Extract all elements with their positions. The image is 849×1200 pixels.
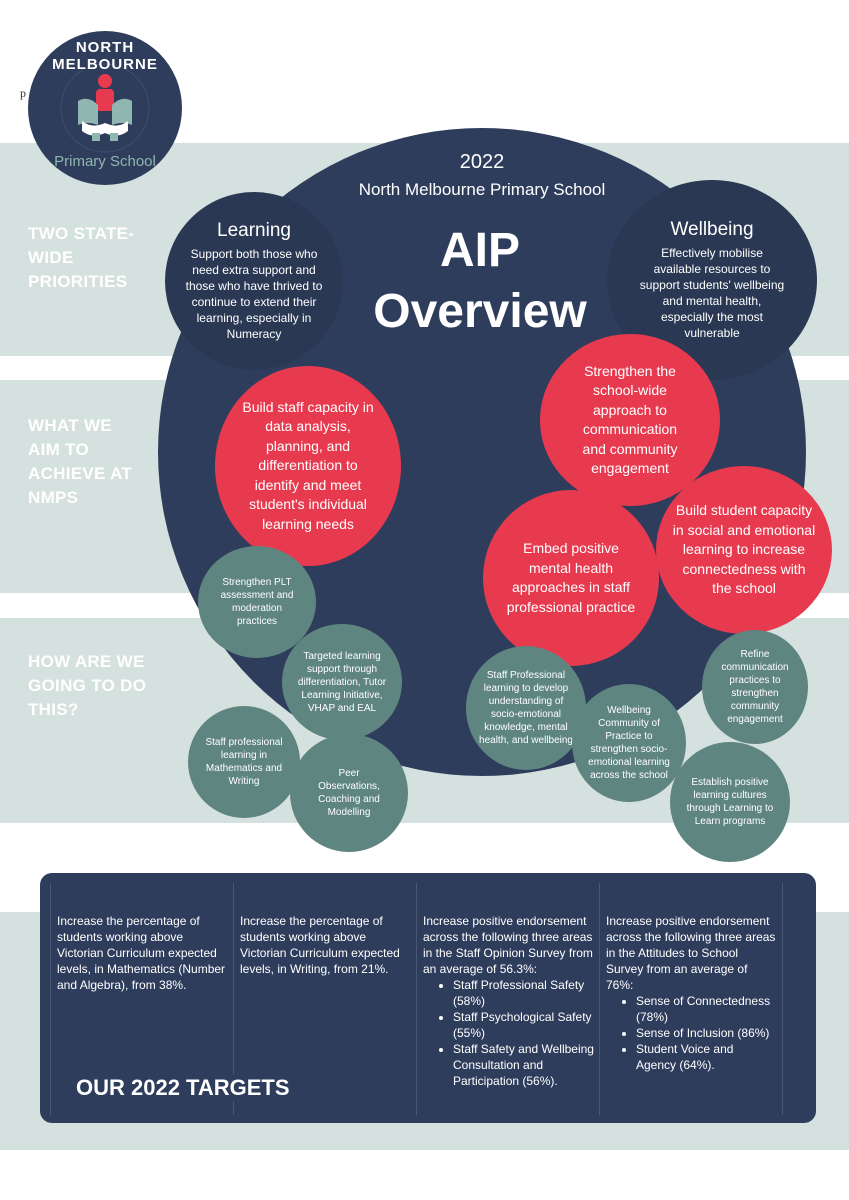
logo-emblem	[28, 31, 182, 185]
action-pl-maths-circle: Staff professional learning in Mathemati…	[188, 706, 300, 818]
overview-year: 2022	[459, 151, 505, 173]
action-staff-pl-text: Staff Professional learning to develop u…	[479, 670, 573, 746]
aim-student-capacity-text: Build student capacity in social and emo…	[672, 502, 816, 597]
wellbeing-text: Effectively mobilise available resources…	[639, 246, 785, 340]
logo-text-bottom: Primary School	[54, 153, 156, 170]
row-label-how: HOW ARE WE GOING TO DO THIS?	[28, 652, 147, 719]
action-pl-maths-text: Staff professional learning in Mathemati…	[205, 737, 283, 787]
list-item: Staff Professional Safety (58%)	[453, 977, 594, 1009]
learning-priority-circle: Learning Support both those who need ext…	[165, 192, 343, 370]
target-col-2: Increase the percentage of students work…	[233, 883, 417, 1115]
learning-text: Support both those who need extra suppor…	[185, 247, 323, 341]
page-title-line2: Overview	[373, 285, 587, 338]
target-col-3: Increase positive endorsement across the…	[416, 883, 600, 1115]
action-peer-circle: Peer Observations, Coaching and Modellin…	[290, 734, 408, 852]
targets-heading: OUR 2022 TARGETS	[72, 1075, 294, 1101]
aim-student-capacity-circle: Build student capacity in social and emo…	[656, 466, 832, 634]
logo-text-top: NORTH MELBOURNE	[52, 39, 158, 73]
aim-staff-capacity-circle: Build staff capacity in data analysis, p…	[215, 366, 401, 566]
action-positive-circle: Establish positive learning cultures thr…	[670, 742, 790, 862]
target-attitudes-survey-text: Increase positive endorsement across the…	[606, 914, 776, 992]
target-maths-text: Increase the percentage of students work…	[57, 914, 226, 992]
action-staff-pl-circle: Staff Professional learning to develop u…	[466, 646, 586, 770]
action-plt-text: Strengthen PLT assessment and moderation…	[220, 577, 294, 627]
targets-panel: Increase the percentage of students work…	[40, 873, 816, 1123]
overview-school-name: North Melbourne Primary School	[358, 180, 606, 199]
action-refine-text: Refine communication practices to streng…	[721, 649, 789, 725]
school-logo: NORTH MELBOURNE Primary School	[26, 29, 184, 187]
list-item: Sense of Connectedness (78%)	[636, 993, 776, 1025]
target-staff-survey-list: Staff Professional Safety (58%) Staff Ps…	[423, 977, 594, 1089]
action-targeted-circle: Targeted learning support through differ…	[282, 624, 402, 740]
target-staff-survey-text: Increase positive endorsement across the…	[423, 914, 593, 976]
action-positive-text: Establish positive learning cultures thr…	[686, 777, 774, 827]
aim-mental-health-circle: Embed positive mental health approaches …	[483, 490, 659, 666]
list-item: Student Voice and Agency (64%).	[636, 1041, 776, 1073]
target-col-1: Increase the percentage of students work…	[50, 883, 234, 1115]
wellbeing-title: Wellbeing	[670, 219, 754, 240]
learning-title: Learning	[217, 220, 291, 241]
action-wellbeing-cop-circle: Wellbeing Community of Practice to stren…	[572, 684, 686, 802]
target-col-4: Increase positive endorsement across the…	[599, 883, 783, 1115]
aim-communication-text: Strengthen the school-wide approach to c…	[582, 362, 678, 477]
action-wellbeing-cop-text: Wellbeing Community of Practice to stren…	[588, 705, 670, 781]
page-title: AIP Overview	[360, 222, 600, 344]
aim-staff-capacity-text: Build staff capacity in data analysis, p…	[242, 398, 374, 532]
action-plt-circle: Strengthen PLT assessment and moderation…	[198, 546, 316, 658]
list-item: Staff Safety and Wellbeing Consultation …	[453, 1041, 594, 1089]
list-item: Staff Psychological Safety (55%)	[453, 1009, 594, 1041]
page-title-line1: AIP	[439, 224, 520, 277]
target-attitudes-survey-list: Sense of Connectedness (78%) Sense of In…	[606, 993, 776, 1073]
action-refine-circle: Refine communication practices to streng…	[702, 630, 808, 744]
row-label-priorities: TWO STATE-WIDE PRIORITIES	[28, 224, 135, 291]
list-item: Sense of Inclusion (86%)	[636, 1025, 776, 1041]
action-targeted-text: Targeted learning support through differ…	[297, 650, 387, 714]
stray-character: p	[20, 86, 26, 100]
action-peer-text: Peer Observations, Coaching and Modellin…	[318, 768, 380, 818]
row-label-aims: WHAT WE AIM TO ACHIEVE AT NMPS	[28, 416, 133, 507]
target-writing-text: Increase the percentage of students work…	[240, 914, 400, 976]
aim-communication-circle: Strengthen the school-wide approach to c…	[540, 334, 720, 506]
aim-mental-health-text: Embed positive mental health approaches …	[506, 540, 636, 615]
